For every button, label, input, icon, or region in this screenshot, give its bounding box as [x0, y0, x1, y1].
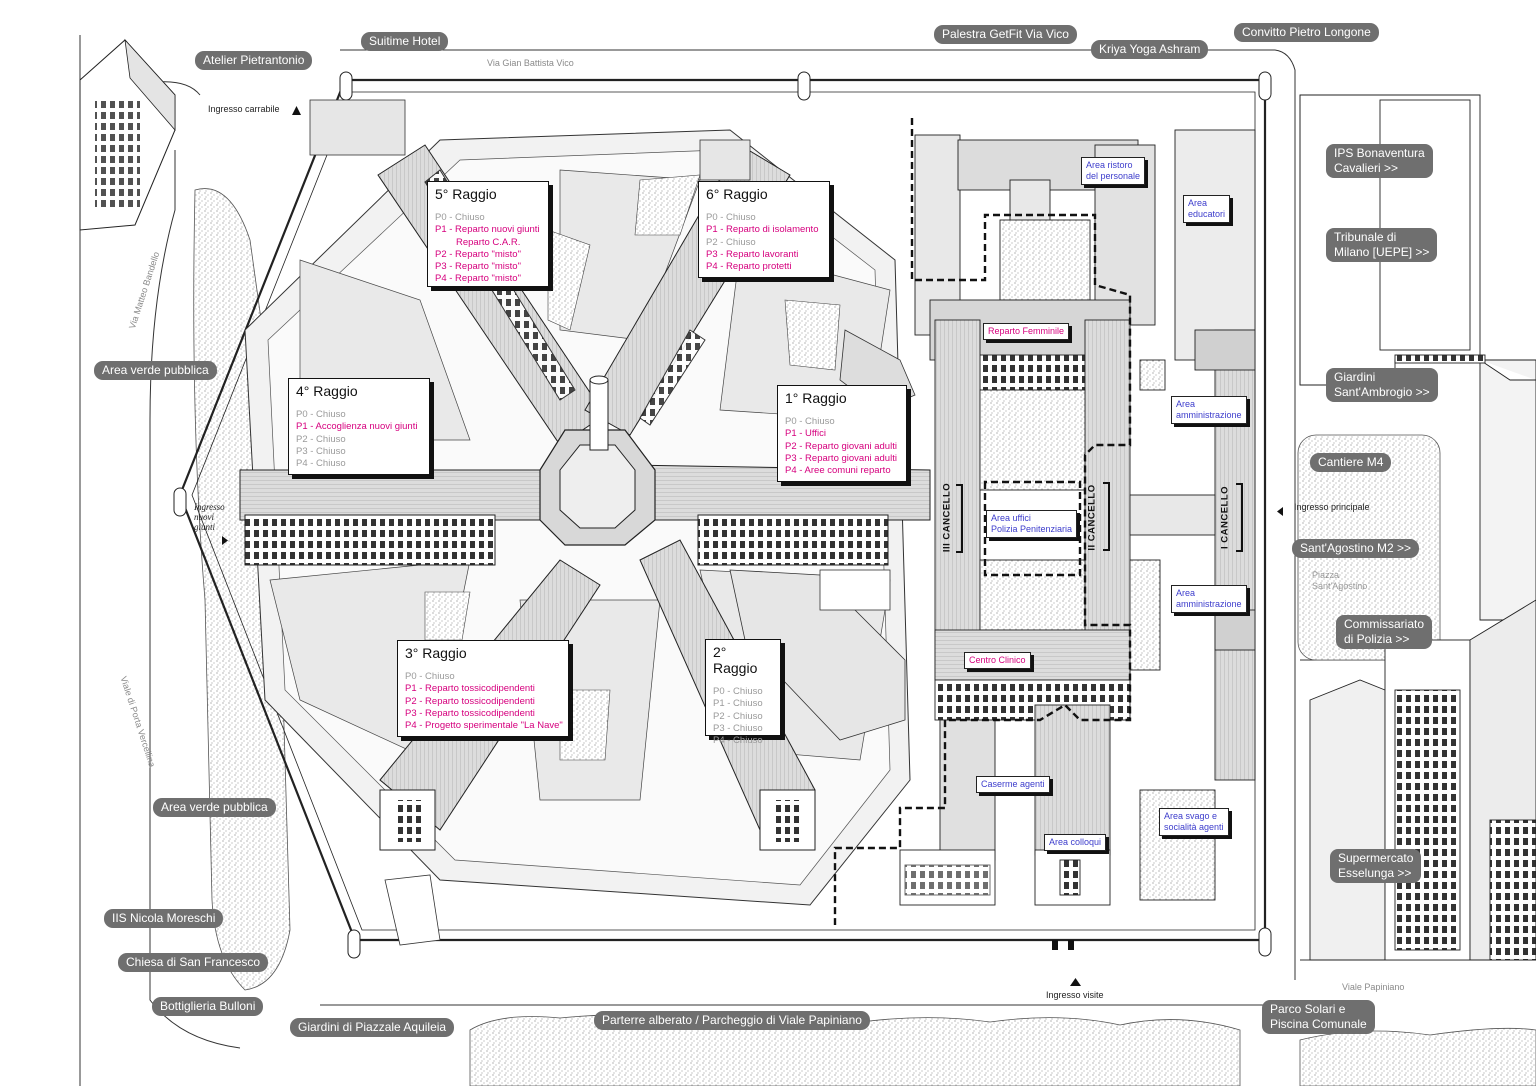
floor-p4: P4 - Progetto sperimentale "La Nave": [405, 720, 563, 732]
raggio-title: 2° Raggio: [713, 644, 758, 676]
place-area-verde-1[interactable]: Area verde pubblica: [94, 361, 217, 380]
floor-p3: P3 - Chiuso: [296, 445, 346, 457]
raggio-5-box[interactable]: 5° Raggio P0 - Chiuso P1 - Reparto nuovi…: [427, 181, 549, 287]
entrance-visite-label: Ingresso visite: [1046, 990, 1104, 1000]
floor-p0: P0 - Chiuso: [296, 409, 346, 420]
floor-p0: P0 - Chiuso: [785, 416, 835, 427]
floor-p2: P2 - Chiuso: [706, 236, 756, 248]
street-via-vico: Via Gian Battista Vico: [487, 58, 574, 68]
area-caserme-agenti[interactable]: Caserme agenti: [976, 776, 1050, 793]
entrance-carrabile-label: Ingresso carrabile: [208, 104, 280, 114]
floor-p1: P1 - Reparto nuovi giunti: [435, 224, 540, 236]
floor-p0: P0 - Chiuso: [706, 212, 756, 223]
floor-p0: P0 - Chiuso: [435, 212, 485, 223]
entrance-nuovi-giunti-label: Ingresso nuovi giunti: [194, 502, 225, 532]
floor-p1-car: Reparto C.A.R.: [456, 236, 521, 248]
floor-p4: P4 - Chiuso: [713, 735, 763, 747]
place-parterre[interactable]: Parterre alberato / Parcheggio di Viale …: [594, 1011, 870, 1030]
place-santagostino-m2[interactable]: Sant'Agostino M2 >>: [1292, 539, 1420, 558]
raggio-6-box[interactable]: 6° Raggio P0 - Chiuso P1 - Reparto di is…: [698, 181, 830, 278]
floor-p4: P4 - Reparto "misto": [435, 273, 521, 285]
area-centro-clinico[interactable]: Centro Clinico: [964, 652, 1031, 669]
place-area-verde-2[interactable]: Area verde pubblica: [153, 798, 276, 817]
raggio-title: 1° Raggio: [785, 390, 847, 406]
place-iis-moreschi[interactable]: IIS Nicola Moreschi: [104, 909, 224, 928]
gate-1-label: I CANCELLO: [1219, 485, 1231, 550]
raggio-4-box[interactable]: 4° Raggio P0 - Chiuso P1 - Accoglienza n…: [288, 378, 430, 475]
floor-p3: P3 - Reparto "misto": [435, 261, 521, 273]
place-atelier[interactable]: Atelier Pietrantonio: [195, 51, 313, 70]
raggio-title: 6° Raggio: [706, 186, 768, 202]
floor-p3: P3 - Chiuso: [713, 722, 763, 734]
floor-p1: P1 - Accoglienza nuovi giunti: [296, 421, 418, 433]
raggio-title: 5° Raggio: [435, 186, 497, 202]
place-suitime-hotel[interactable]: Suitime Hotel: [361, 32, 449, 51]
place-cantiere-m4[interactable]: Cantiere M4: [1310, 453, 1392, 472]
floor-p1: P1 - Chiuso: [713, 698, 763, 710]
place-palestra[interactable]: Palestra GetFit Via Vico: [934, 25, 1077, 44]
floor-p2: P2 - Reparto "misto": [435, 248, 521, 260]
floor-p3: P3 - Reparto giovani adulti: [785, 452, 897, 464]
floor-p4: P4 - Aree comuni reparto: [785, 465, 891, 477]
floor-p1: P1 - Reparto di isolamento: [706, 224, 819, 236]
place-giardini-aquileia[interactable]: Giardini di Piazzale Aquileia: [290, 1018, 455, 1037]
raggio-title: 3° Raggio: [405, 645, 467, 661]
floor-p0: P0 - Chiuso: [713, 686, 763, 697]
raggio-3-box[interactable]: 3° Raggio P0 - Chiuso P1 - Reparto tossi…: [397, 640, 569, 737]
place-convitto[interactable]: Convitto Pietro Longone: [1234, 23, 1379, 42]
floor-p4: P4 - Chiuso: [296, 458, 346, 470]
raggio-title: 4° Raggio: [296, 383, 358, 399]
floor-p3: P3 - Reparto tossicodipendenti: [405, 707, 535, 719]
gate-3-label: III CANCELLO: [941, 482, 953, 553]
floor-p1: P1 - Reparto tossicodipendenti: [405, 683, 535, 695]
floor-p3: P3 - Reparto lavoranti: [706, 248, 799, 260]
raggio-2-box[interactable]: 2° Raggio P0 - Chiuso P1 - Chiuso P2 - C…: [705, 639, 781, 746]
place-bottiglieria[interactable]: Bottiglieria Bulloni: [152, 997, 264, 1016]
street-viale-papiniano: Viale Papiniano: [1342, 982, 1405, 992]
entrance-principale-label: Ingresso principale: [1294, 502, 1370, 512]
place-kriya-yoga[interactable]: Kriya Yoga Ashram: [1091, 40, 1209, 59]
floor-p2: P2 - Chiuso: [713, 710, 763, 722]
place-chiesa-san-francesco[interactable]: Chiesa di San Francesco: [118, 953, 269, 972]
floor-p2: P2 - Chiuso: [296, 433, 346, 445]
gate-2-label: II CANCELLO: [1086, 484, 1098, 551]
floor-p2: P2 - Reparto giovani adulti: [785, 440, 897, 452]
floor-p0: P0 - Chiuso: [405, 671, 455, 682]
area-reparto-femminile[interactable]: Reparto Femminile: [983, 323, 1070, 340]
floor-p1: P1 - Uffici: [785, 428, 827, 440]
floor-p2: P2 - Reparto tossicodipendenti: [405, 695, 535, 707]
raggio-1-box[interactable]: 1° Raggio P0 - Chiuso P1 - Uffici P2 - R…: [777, 385, 907, 482]
area-colloqui[interactable]: Area colloqui: [1044, 834, 1107, 851]
floor-p4: P4 - Reparto protetti: [706, 261, 792, 273]
